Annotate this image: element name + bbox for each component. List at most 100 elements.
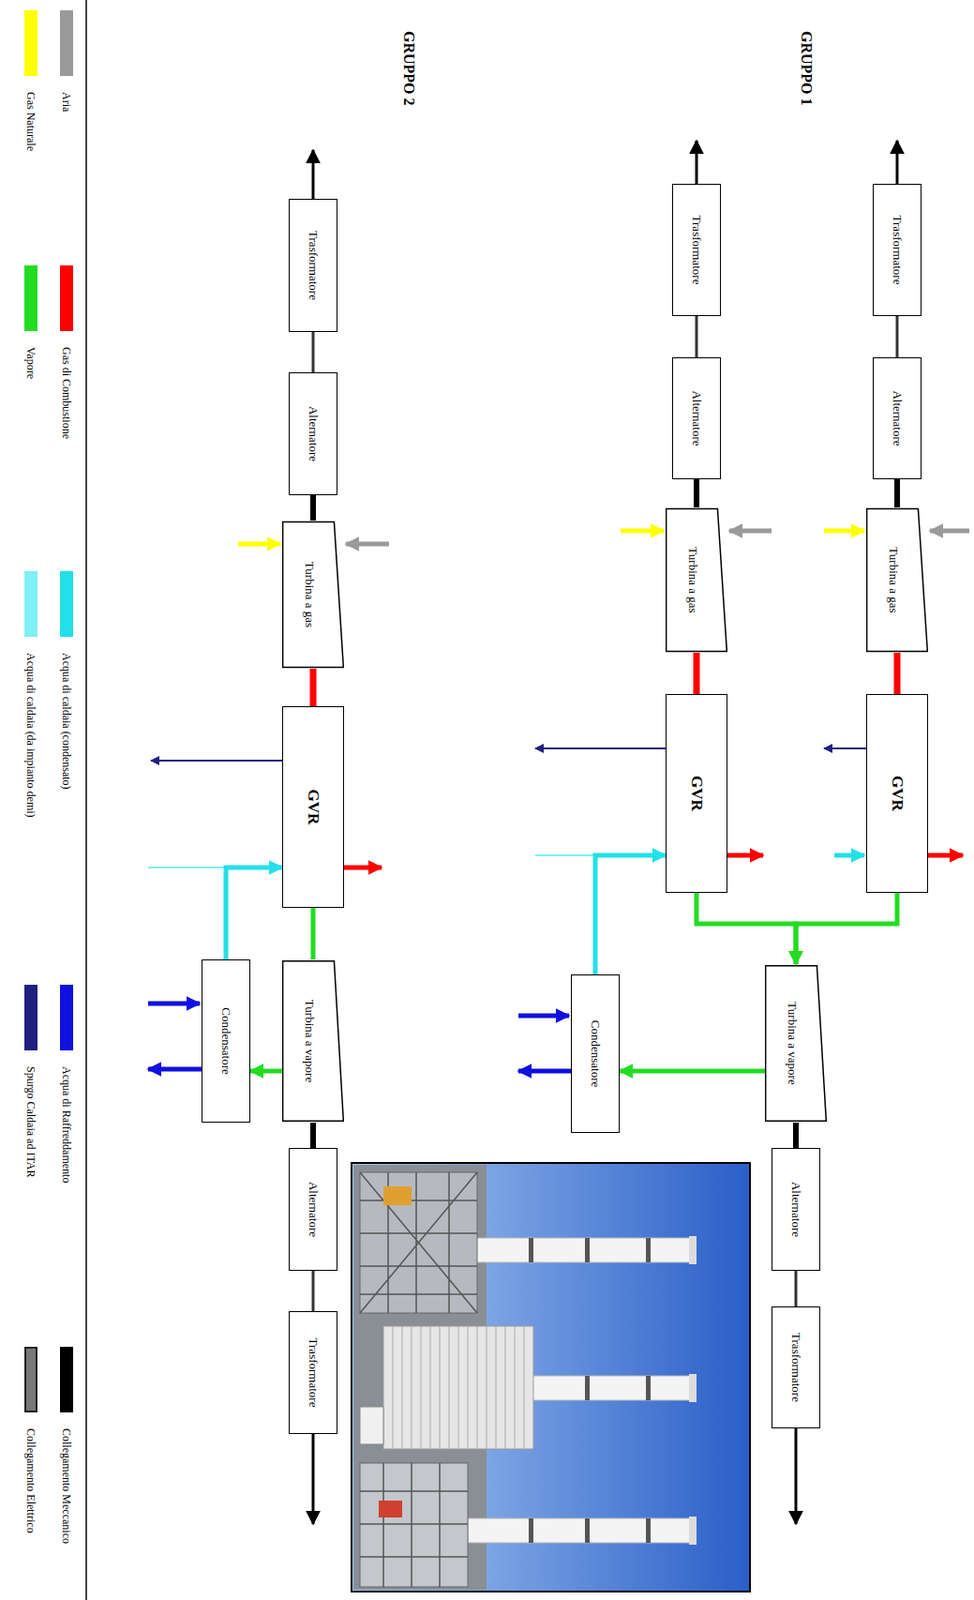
node-label: Trasformatore [305, 230, 321, 300]
legend-swatch [24, 265, 38, 331]
gas-arrow [824, 528, 865, 534]
scaffolding [359, 1171, 478, 1313]
stack-ring [645, 1375, 651, 1400]
steel-frame [359, 1462, 468, 1587]
blowdown-arrow [824, 747, 867, 750]
node-label: GVR [687, 775, 706, 811]
legend-text: Acqua di caldaia (condensato) [59, 652, 75, 790]
stack-ring [584, 1237, 590, 1262]
louvers [392, 1325, 525, 1449]
cooling-arrow [148, 1066, 202, 1072]
stack-cap [689, 1515, 697, 1544]
flue-gas-line [693, 652, 701, 694]
demi-water-line [535, 854, 596, 856]
node-label: Turbina a vapore [785, 1001, 801, 1084]
legend-rule [85, 0, 88, 1600]
cooling-arrow [518, 1013, 570, 1019]
legend-text: Acqua di caldaia (da impianto demi) [24, 652, 39, 818]
stack [524, 1375, 693, 1400]
turbine-outline [666, 509, 728, 652]
boiler-water-arrow [834, 853, 865, 858]
group-label: GRUPPO 2 [400, 30, 418, 106]
process-box: Trasformatore [771, 1305, 821, 1428]
process-box: Condensatore [570, 974, 620, 1133]
legend-text: Collegamento Elettrico [24, 1427, 39, 1533]
electrical-link [312, 331, 315, 373]
stack [467, 1517, 693, 1543]
steam-line [311, 907, 316, 960]
process-box: Alternatore [288, 1147, 338, 1271]
legend-text: Aria [59, 91, 75, 112]
photo-structures [359, 1171, 534, 1587]
stack [467, 1237, 693, 1262]
electrical-link [312, 1270, 315, 1311]
node-label: Condensatore [218, 1006, 234, 1074]
stack-ring [645, 1517, 651, 1543]
turbine-shape: Turbina a gas [665, 507, 728, 653]
turbine-outline [283, 960, 345, 1122]
flue-gas-line [310, 668, 317, 706]
scaffolding [359, 1462, 468, 1587]
process-box: Trasformatore [288, 198, 338, 332]
node-label: Turbina a gas [302, 561, 318, 628]
node-label: Trasformatore [305, 1337, 321, 1408]
legend-swatch [24, 10, 38, 76]
legend-swatch [59, 265, 74, 331]
electrical-link [896, 315, 900, 358]
process-box: Trasformatore [872, 183, 922, 316]
flue-gas-line [894, 652, 901, 694]
exhaust-arrow [727, 853, 764, 858]
process-box: Alternatore [872, 357, 922, 480]
exhaust-arrow [928, 853, 963, 858]
mechanical-shaft [793, 1122, 799, 1148]
blowdown-arrow [535, 747, 666, 750]
legend-text: Gas di Combustione [59, 346, 75, 439]
group-label: GRUPPO 1 [797, 30, 815, 106]
stack-ring [584, 1517, 590, 1543]
node-label: Trasformatore [788, 1332, 804, 1402]
mechanical-shaft [894, 479, 900, 508]
equipment [378, 1499, 403, 1517]
turbine-outline [765, 965, 827, 1122]
process-box: Trasformatore [288, 1310, 338, 1434]
legend-text: Vapore [24, 346, 39, 379]
steam-line [619, 1068, 765, 1074]
air-arrow [345, 541, 390, 547]
steam-line [696, 892, 796, 964]
node-label: Condensatore [587, 1019, 603, 1087]
process-box: Trasformatore [672, 183, 721, 316]
mechanical-shaft [310, 1122, 316, 1148]
node-label: Alternatore [689, 389, 705, 446]
stack-ring [645, 1237, 651, 1262]
node-label: Turbina a vapore [302, 999, 318, 1082]
node-label: GVR [303, 789, 323, 825]
blowdown [150, 748, 867, 761]
photo-sky [351, 1162, 750, 1591]
equipment [359, 1406, 384, 1444]
legend-swatch [24, 984, 38, 1050]
output-arrow [896, 140, 900, 184]
legend-swatch [24, 570, 38, 637]
output-arrow [312, 149, 315, 199]
output-arrow [312, 1433, 315, 1524]
electrical-link [794, 1270, 798, 1306]
steam-line [250, 1068, 283, 1074]
legend-text: Collegamento Meccanico [59, 1427, 75, 1544]
node-label: Trasformatore [689, 215, 705, 285]
cooling-arrow [518, 1068, 571, 1074]
node-label: Alternatore [889, 389, 905, 446]
turbine-shape: Turbina a vapore [282, 959, 345, 1123]
node-label: Alternatore [305, 1181, 321, 1237]
condensate-line [595, 854, 666, 974]
gas-arrow [620, 528, 664, 534]
node-label: Turbina a gas [886, 546, 902, 613]
legend-swatch [59, 570, 74, 637]
turbine-shape: Turbina a vapore [764, 963, 827, 1123]
node-label: GVR [887, 775, 907, 811]
legend-swatch [59, 1346, 74, 1412]
stack-ring [528, 1517, 534, 1543]
boiler-box: GVR [866, 693, 929, 893]
legend-swatch [24, 1346, 38, 1412]
